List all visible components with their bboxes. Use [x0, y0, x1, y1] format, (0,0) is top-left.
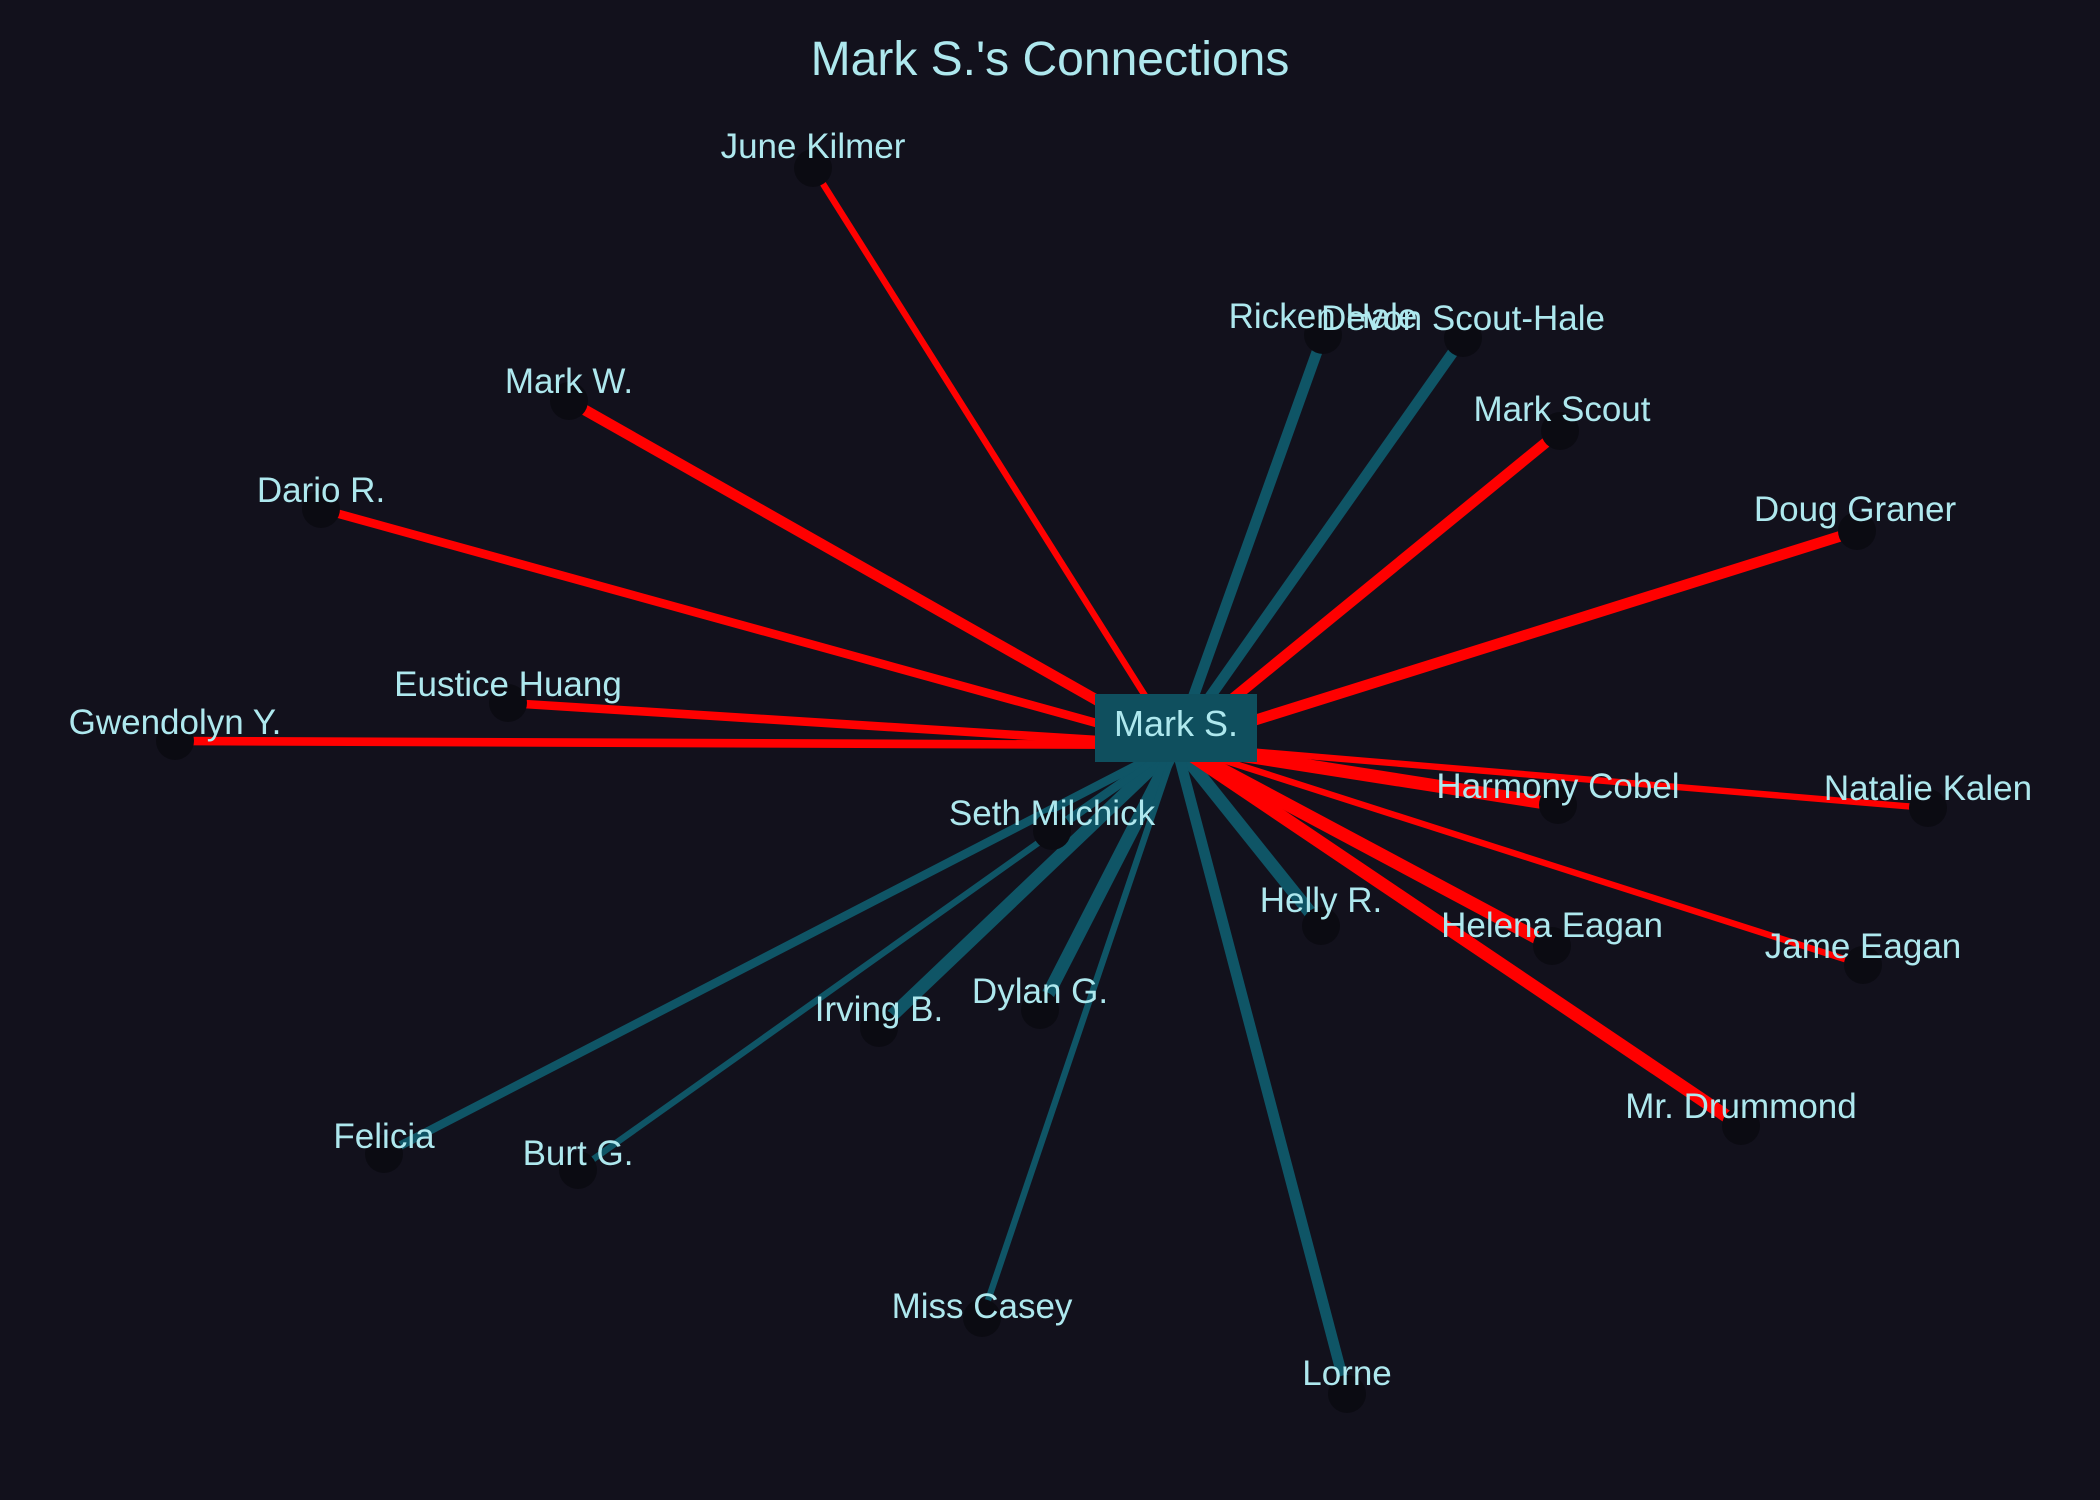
edge-mark-w [566, 396, 1179, 750]
node-dario-r[interactable] [302, 490, 340, 528]
center-node[interactable]: Mark S. [1095, 694, 1257, 762]
node-burt-g[interactable] [559, 1151, 597, 1189]
node-label-mr-drummond: Mr. Drummond [1625, 1087, 1856, 1126]
edge-eustice-huang [507, 698, 1177, 750]
edge-gwendolyn-y [174, 736, 1177, 750]
node-devon-scout-hale[interactable] [1444, 319, 1482, 357]
edge-natalie-kalen [1175, 741, 1929, 812]
edge-jame-eagan [1175, 741, 1864, 969]
node-helena-eagan[interactable] [1533, 927, 1571, 965]
edge-dylan-g [1034, 742, 1182, 1013]
node-label-miss-casey: Miss Casey [892, 1287, 1073, 1326]
node-natalie-kalen[interactable] [1909, 789, 1947, 827]
edge-ricken-hale [1170, 333, 1329, 747]
node-label-lorne: Lorne [1302, 1354, 1392, 1393]
node-dylan-g[interactable] [1021, 991, 1059, 1029]
node-label-doug-graner: Doug Graner [1754, 490, 1957, 529]
center-node-box [1095, 694, 1257, 762]
node-lorne[interactable] [1328, 1375, 1366, 1413]
node-label-mark-scout: Mark Scout [1474, 390, 1651, 429]
node-doug-graner[interactable] [1838, 512, 1876, 550]
node-label-harmony-cobel: Harmony Cobel [1436, 767, 1679, 806]
edge-miss-casey [978, 743, 1180, 1320]
node-label-helena-eagan: Helena Eagan [1441, 906, 1663, 945]
node-felicia[interactable] [365, 1135, 403, 1173]
node-label-dylan-g: Dylan G. [972, 972, 1108, 1011]
node-label-natalie-kalen: Natalie Kalen [1824, 769, 2032, 808]
node-label-mark-w: Mark W. [505, 362, 633, 401]
node-june-kilmer[interactable] [794, 149, 832, 187]
edge-june-kilmer [810, 166, 1179, 747]
node-ricken-hale[interactable] [1304, 316, 1342, 354]
node-label-helly-r: Helly R. [1260, 881, 1383, 920]
edge-mr-drummond [1172, 739, 1745, 1132]
edge-helena-eagan [1172, 739, 1556, 952]
node-eustice-huang[interactable] [489, 684, 527, 722]
node-mark-scout[interactable] [1541, 412, 1579, 450]
diagram-title: Mark S.'s Connections [810, 33, 1290, 86]
node-mark-w[interactable] [550, 382, 588, 420]
node-label-irving-b: Irving B. [815, 990, 943, 1029]
nodes-layer [156, 149, 1947, 1413]
node-seth-milchick[interactable] [1033, 812, 1071, 850]
edge-felicia [382, 741, 1178, 1158]
node-harmony-cobel[interactable] [1539, 786, 1577, 824]
node-label-eustice-huang: Eustice Huang [394, 665, 622, 704]
edge-burt-g [576, 742, 1178, 1173]
node-label-ricken-hale: Ricken Hale [1229, 297, 1418, 336]
center-node-label: Mark S. [1114, 703, 1238, 744]
node-label-seth-milchick: Seth Milchick [949, 794, 1156, 833]
node-gwendolyn-y[interactable] [156, 722, 194, 760]
edge-doug-graner [1174, 525, 1859, 751]
node-label-dario-r: Dario R. [257, 471, 385, 510]
node-label-burt-g: Burt G. [523, 1134, 634, 1173]
node-helly-r[interactable] [1302, 907, 1340, 945]
edge-dario-r [319, 504, 1178, 750]
node-label-felicia: Felicia [333, 1117, 435, 1156]
edge-irving-b [874, 740, 1181, 1033]
node-label-devon-scout-hale: Devon Scout-Hale [1321, 299, 1605, 338]
node-irving-b[interactable] [860, 1009, 898, 1047]
edge-lorne [1170, 743, 1353, 1396]
node-miss-casey[interactable] [963, 1299, 1001, 1337]
node-label-gwendolyn-y: Gwendolyn Y. [69, 703, 282, 742]
node-jame-eagan[interactable] [1844, 946, 1882, 984]
edge-helly-r [1170, 740, 1327, 931]
edge-devon-scout-hale [1171, 334, 1468, 749]
node-label-jame-eagan: Jame Eagan [1765, 927, 1962, 966]
edges-layer [174, 166, 1929, 1396]
node-label-june-kilmer: June Kilmer [721, 127, 906, 166]
node-mr-drummond[interactable] [1722, 1107, 1760, 1145]
edge-mark-scout [1172, 426, 1564, 750]
